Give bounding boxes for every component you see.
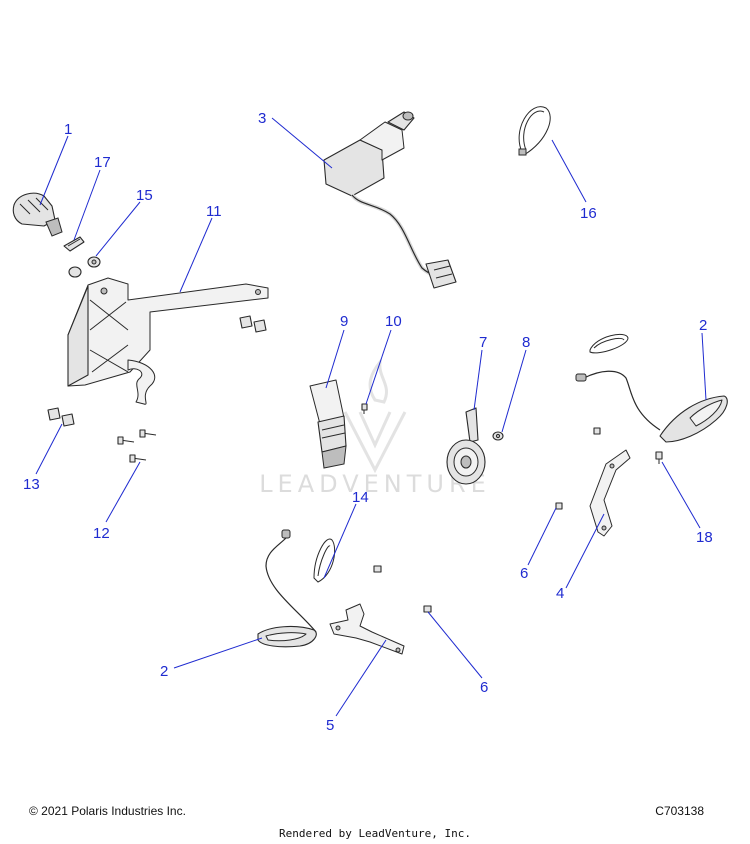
callout-13: 13 [23, 476, 40, 493]
bolt-pair [239, 315, 267, 333]
callout-9: 9 [340, 313, 348, 330]
part-2-turn-signal-left [257, 529, 317, 648]
nut [68, 266, 82, 278]
part-7-horn [446, 407, 486, 485]
part-4-bracket-right [589, 449, 631, 537]
screw [373, 565, 382, 573]
part-3-switch-stalk [323, 111, 457, 289]
copyright-text: © 2021 Polaris Industries Inc. [29, 804, 186, 818]
watermark-text: LEADVENTURE [259, 470, 491, 498]
callout-8: 8 [522, 334, 530, 351]
screw [555, 502, 563, 510]
part-5-bracket-lower [329, 603, 405, 655]
part-10-screw [361, 403, 368, 414]
callout-2-right: 2 [699, 317, 707, 334]
part-11-bracket [67, 277, 269, 405]
part-14-cable-tie [313, 538, 336, 583]
callout-4: 4 [556, 585, 564, 602]
callout-12: 12 [93, 525, 110, 542]
callout-18: 18 [696, 529, 713, 546]
watermark: LEADVENTURE [259, 356, 491, 498]
rendered-by-text: Rendered by LeadVenture, Inc. [278, 827, 472, 840]
screw [423, 605, 432, 613]
part-18-screw [655, 451, 663, 464]
part-17-clip [63, 236, 85, 252]
part-13-bolts [47, 407, 75, 427]
diagram-code: C703138 [655, 804, 704, 818]
callout-6-lower: 6 [480, 679, 488, 696]
part-9-connector [309, 379, 347, 469]
callout-3: 3 [258, 110, 266, 127]
part-16-cable-tie [518, 106, 551, 156]
part-1-switch-housing [12, 192, 63, 237]
screw [593, 427, 601, 435]
cable-tie-loop [589, 334, 629, 354]
callout-17: 17 [94, 154, 111, 171]
part-8-nut [492, 431, 504, 441]
callout-7: 7 [479, 334, 487, 351]
leader-lines [35, 117, 707, 717]
callout-15: 15 [136, 187, 153, 204]
part-2-turn-signal-right [575, 370, 728, 443]
callout-10: 10 [385, 313, 402, 330]
part-15-nut [87, 256, 101, 268]
callout-11: 11 [206, 203, 222, 220]
callout-14: 14 [352, 489, 369, 506]
callouts: 1 17 15 11 3 16 9 10 7 8 2 18 4 6 13 12 … [23, 110, 713, 734]
callout-5: 5 [326, 717, 334, 734]
callout-6-right: 6 [520, 565, 528, 582]
callout-1: 1 [64, 121, 72, 138]
callout-2-left: 2 [160, 663, 168, 680]
part-12-screws [117, 429, 157, 463]
callout-16: 16 [580, 205, 597, 222]
